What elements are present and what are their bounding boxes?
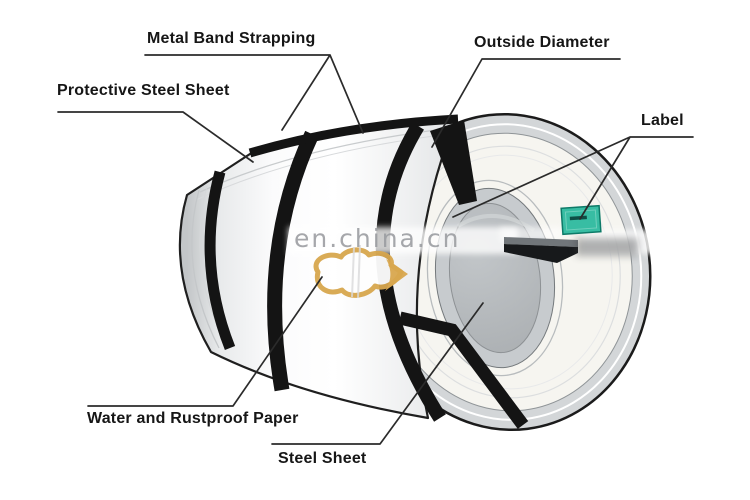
leader-lines [57,54,694,445]
callout-protective-steel-sheet: Protective Steel Sheet [57,82,230,99]
top-edge-strap [248,114,459,158]
face-strap-bottom [398,311,529,429]
body-strap-middle [267,130,319,392]
callout-water-rustproof-paper: Water and Rustproof Paper [87,410,299,427]
coil-face [364,112,652,432]
watermark-logo-icon [313,244,408,299]
callout-outside-diameter: Outside Diameter [474,34,610,51]
face-strap-top [430,120,477,205]
watermark-text: en.china.cn [294,224,460,253]
leader-protective-steel-sheet [57,111,254,163]
leader-steel-sheet [271,302,484,445]
leader-water-rustproof-paper [87,276,323,407]
body-strap-left [204,170,236,351]
leader-outside-diameter [431,58,621,148]
callout-label: Label [641,112,684,129]
callout-metal-band-strapping: Metal Band Strapping [147,30,316,47]
sticker-text-line [569,215,587,221]
eye-strap-bar [504,237,638,263]
label-sticker [560,204,602,236]
leader-label [452,136,694,220]
leader-metal-band-strapping [144,54,364,134]
callout-steel-sheet: Steel Sheet [278,450,367,467]
